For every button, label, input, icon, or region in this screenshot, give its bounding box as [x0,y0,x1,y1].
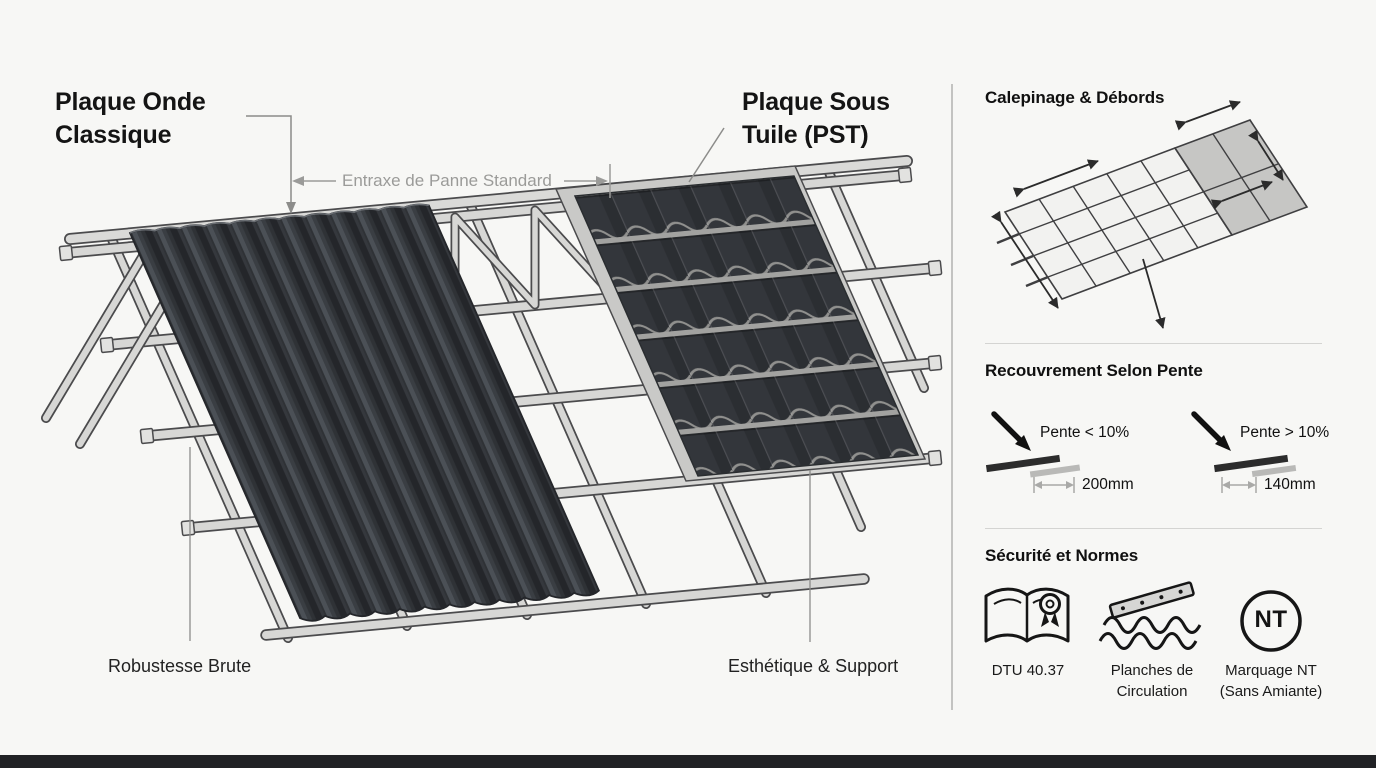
label-leader-left [246,115,296,214]
calepinage-arrows [991,100,1284,329]
caption-robustesse: Robustesse Brute [108,656,252,676]
nt-badge-text: NT [1254,606,1288,633]
footer-bar [0,755,1376,768]
pente-group-1-graphics [985,411,1081,493]
overlap-dimension [1033,477,1075,493]
caption-planches: Planches de Circulation [1110,662,1194,700]
caption-esthetique: Esthétique & Support [728,656,899,676]
label-plaque-pst-line2: Tuile (PST) [742,121,869,149]
pst-tile-plates [573,175,920,477]
pente-label-1: Pente < 10% [1040,424,1130,441]
caption-dtu: DTU 40.37 [991,662,1065,679]
dimension-line [292,164,611,198]
calepinage-diagram [991,100,1309,329]
pente-value-1: 200mm [1082,476,1134,493]
label-leader-right [688,127,725,183]
nt-marking-icon [1240,590,1302,652]
label-plaque-onde-line2: Classique [55,121,172,149]
label-plaque-pst-line1: Plaque Sous [742,88,890,116]
label-plaque-onde: Plaque Onde Classique [55,86,206,152]
corrugated-sheet [128,203,600,622]
pente-label-2: Pente > 10% [1240,424,1330,441]
section-divider-2 [985,528,1322,529]
label-plaque-onde-line1: Plaque Onde [55,88,206,116]
heading-recouvrement: Recouvrement Selon Pente [985,361,1203,380]
purlin-end-caps [58,166,943,537]
slope-arrow-icon [991,411,1031,451]
corrugated-walkway-icon [1098,581,1202,650]
dimension-label: Entraxe de Panne Standard [342,171,552,190]
heading-calepinage: Calepinage & Débords [985,88,1165,107]
label-plaque-pst: Plaque Sous Tuile (PST) [742,86,890,152]
vertical-divider [951,84,953,710]
section-divider-1 [985,343,1322,344]
overlap-bars [985,454,1081,478]
certificate-book-icon [984,587,1070,643]
caption-marquage: Marquage NT (Sans Amiante) [1219,662,1323,700]
pente-value-2: 140mm [1264,476,1316,493]
pente-group-2-graphics [1191,411,1297,493]
heading-securite: Sécurité et Normes [985,546,1139,565]
slope-arrow-icon [1191,411,1231,451]
overlap-bars [1213,454,1297,478]
overlap-dimension [1221,477,1257,493]
